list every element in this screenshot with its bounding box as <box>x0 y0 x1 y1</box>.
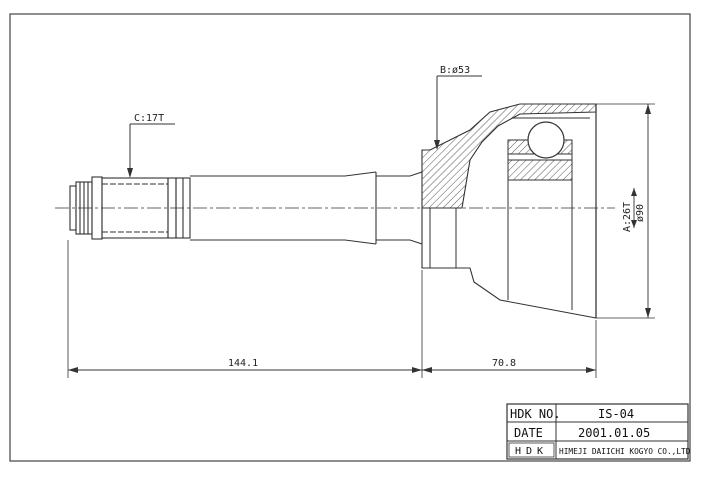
shaft <box>190 171 423 245</box>
dimension-housing-length: 70.8 <box>492 358 516 369</box>
callout-c: C:17T <box>127 113 175 178</box>
callout-a-label: A:26T <box>622 202 633 232</box>
ball <box>527 121 565 159</box>
dimension-lines <box>67 240 597 378</box>
hdk-logo: HDK <box>515 446 548 457</box>
title-date-value: 2001.01.05 <box>578 426 650 440</box>
callout-b-label: B:ø53 <box>440 65 470 76</box>
callout-dia-label: ø90 <box>635 204 646 222</box>
title-date-label: DATE <box>514 426 543 440</box>
callout-c-label: C:17T <box>134 113 164 124</box>
callout-b: B:ø53 <box>434 65 482 150</box>
title-block <box>506 403 689 460</box>
dimension-shaft-length: 144.1 <box>228 358 258 369</box>
splined-section <box>101 177 191 239</box>
drawing-border <box>9 13 691 462</box>
title-hdk-no-label: HDK NO. <box>510 407 561 421</box>
title-hdk-no-value: IS-04 <box>598 407 634 421</box>
title-company: HIMEJI DAIICHI KOGYO CO.,LTD <box>559 447 691 456</box>
callout-a: A:26T ø90 <box>596 103 655 319</box>
housing <box>421 103 597 319</box>
